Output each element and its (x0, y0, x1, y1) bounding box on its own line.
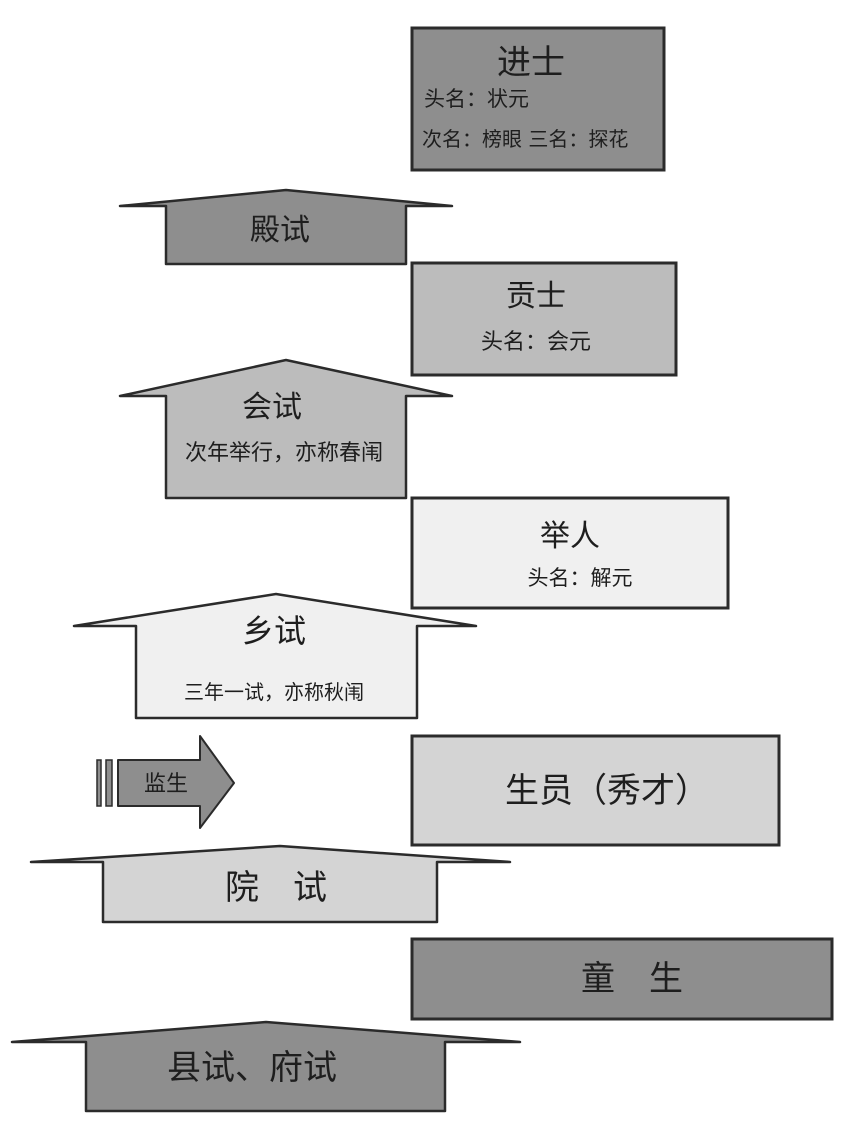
exam-arrow-yuanshi: 院 试 (29, 844, 512, 924)
rank-box-jinshi: 进士 头名：状元 次名：榜眼 三名：探花 (410, 26, 666, 172)
jinshi-box (410, 26, 666, 172)
exam-arrow-huishi: 会试 次年举行，亦称春闱 (118, 358, 454, 500)
tongsheng-box (410, 937, 834, 1021)
gongshi-first-place: 头名：会元 (481, 330, 591, 355)
huishi-note: 次年举行，亦称春闱 (185, 441, 383, 466)
jiansheng-label: 监生 (144, 772, 188, 797)
xiangshi-title: 乡试 (242, 612, 306, 650)
rank-box-shengyuan: 生员（秀才） (410, 734, 781, 847)
xianshi-title: 县试、府试 (167, 1048, 337, 1088)
juren-box (410, 496, 730, 610)
gongshi-title: 贡士 (506, 279, 566, 314)
xiangshi-note: 三年一试，亦称秋闱 (184, 680, 364, 704)
shengyuan-title: 生员（秀才） (505, 771, 709, 811)
yuanshi-title: 院 试 (225, 868, 327, 908)
side-path-jiansheng: 监生 (96, 735, 235, 829)
xianshi-arrow-shape (10, 1020, 522, 1113)
shengyuan-box (410, 734, 781, 847)
tongsheng-title: 童 生 (581, 959, 683, 999)
jinshi-second-third: 次名：榜眼 三名：探花 (422, 127, 628, 151)
juren-first-place: 头名：解元 (528, 566, 633, 590)
huishi-title: 会试 (242, 390, 302, 425)
yuanshi-arrow-shape (29, 844, 512, 924)
exam-arrow-xiangshi: 乡试 三年一试，亦称秋闱 (72, 592, 478, 720)
juren-title: 举人 (540, 519, 600, 554)
jinshi-title: 进士 (497, 43, 565, 83)
dianshi-arrow-shape (118, 188, 454, 266)
xiangshi-arrow-shape (72, 592, 478, 720)
jiansheng-arrow-shape (117, 735, 235, 829)
gongshi-box (410, 261, 678, 377)
exam-arrow-dianshi: 殿试 (118, 188, 454, 266)
rank-box-gongshi: 贡士 头名：会元 (410, 261, 678, 377)
rank-box-juren: 举人 头名：解元 (410, 496, 730, 610)
jiansheng-tail-bar-1 (96, 759, 102, 807)
exam-arrow-xianshi: 县试、府试 (10, 1020, 522, 1113)
dianshi-title: 殿试 (250, 213, 310, 248)
jiansheng-tail-bar-2 (105, 759, 113, 807)
rank-box-tongsheng: 童 生 (410, 937, 834, 1021)
jinshi-first-place: 头名：状元 (424, 87, 529, 111)
huishi-arrow-shape (118, 358, 454, 500)
